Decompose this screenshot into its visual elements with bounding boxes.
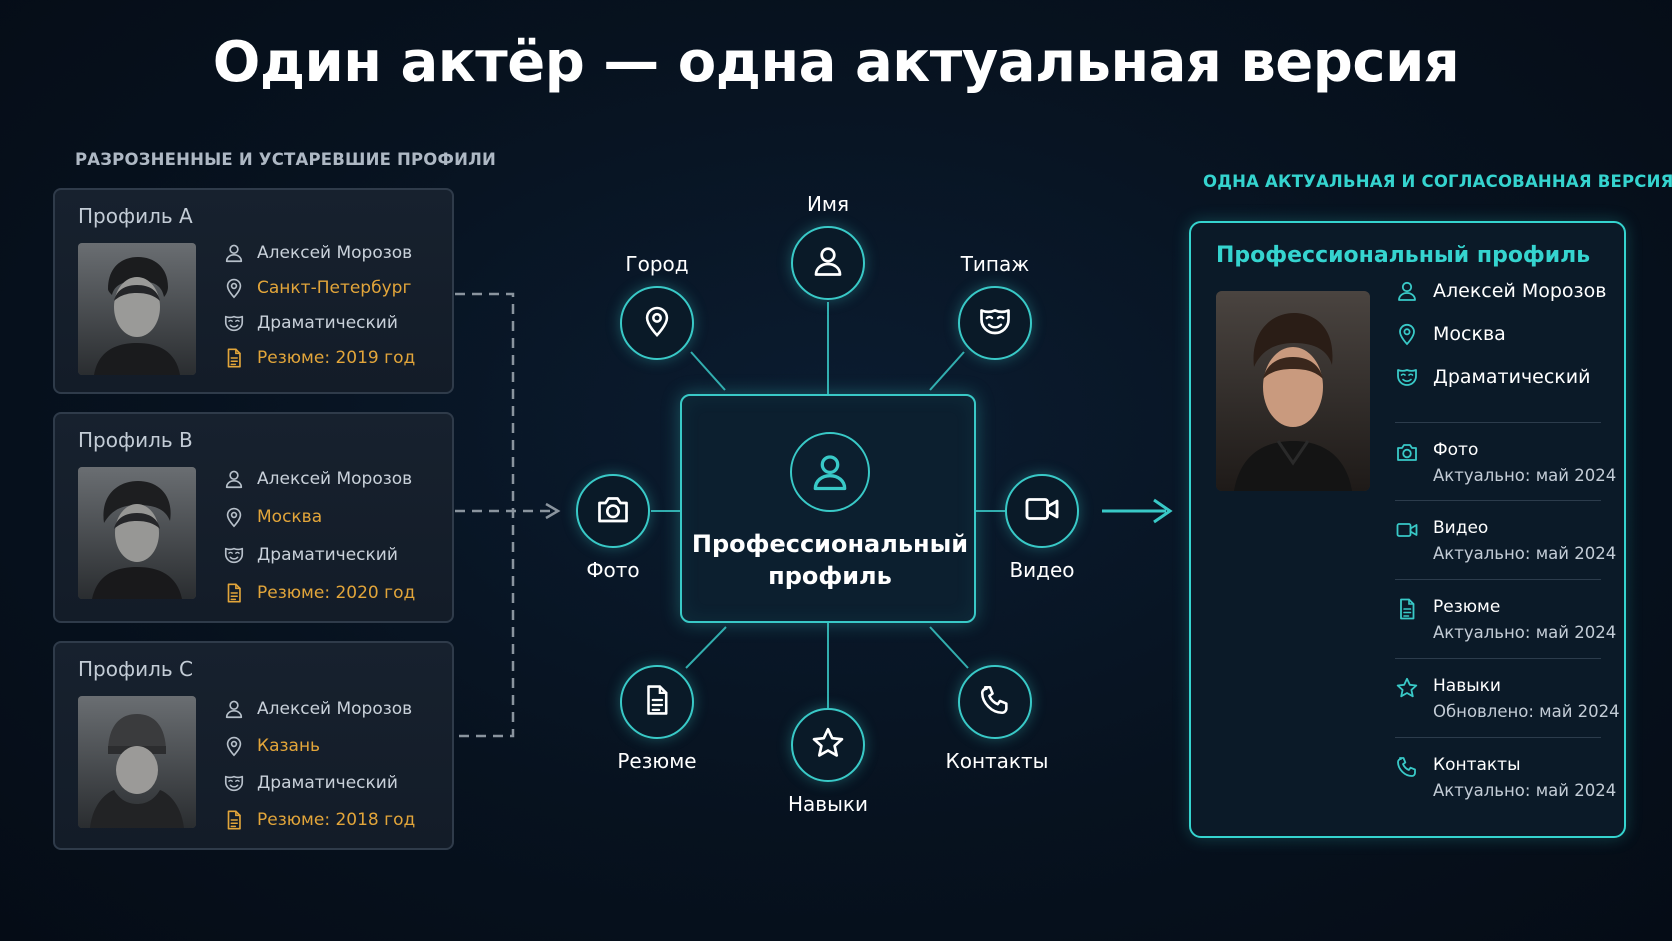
user-icon [223,698,245,720]
profile-resume: Резюме: 2020 год [257,583,416,603]
location-pin-icon [223,506,245,528]
document-icon [640,683,674,721]
profile-title: Профиль А [78,204,193,228]
dashed-arrow-head [545,502,561,520]
profile-city: Москва [257,507,323,527]
node-skills [791,708,865,782]
location-pin-icon [640,304,674,342]
location-pin-icon [223,735,245,757]
node-contacts-label: Контакты [945,749,1049,773]
result-title: Профессиональный профиль [1216,243,1591,268]
profile-resume: Резюме: 2018 год [257,810,416,830]
profile-name: Алексей Морозов [257,243,413,263]
left-section-label: РАЗРОЗНЕННЫЕ И УСТАРЕВШИЕ ПРОФИЛИ [75,150,497,169]
node-resume-label: Резюме [617,749,697,773]
document-icon [223,582,245,604]
profile-photo [78,467,196,599]
node-resume [620,665,694,739]
video-icon [1395,518,1419,542]
result-city: Москва [1433,323,1506,345]
user-icon [223,242,245,264]
node-photo [576,474,650,548]
star-icon [810,725,846,765]
result-profile-card: Профессиональный профиль Алексей Морозов… [1189,221,1626,838]
document-icon [1395,597,1419,621]
divider [1395,579,1601,580]
dashed-merge-line [455,292,515,738]
camera-icon [595,491,631,531]
theater-mask-icon [223,544,245,566]
theater-mask-icon [223,312,245,334]
profile-resume: Резюме: 2019 год [257,348,416,368]
profile-card-b: Профиль В Алексей Морозов Москва Драмати… [53,412,454,623]
profile-photo [78,696,196,828]
hub-title: Профессиональный профиль [691,530,969,590]
result-arrow [1153,498,1173,524]
theater-mask-icon [1395,365,1419,389]
profile-type: Драматический [257,545,398,565]
video-icon [1023,490,1061,532]
node-photo-label: Фото [586,558,640,582]
location-pin-icon [223,277,245,299]
node-type [958,286,1032,360]
divider [1395,658,1601,659]
node-name-label: Имя [806,192,850,216]
node-video [1005,474,1079,548]
theater-mask-icon [977,303,1013,343]
profile-city: Санкт-Петербург [257,278,412,298]
divider [1395,500,1601,501]
page-title: Один актёр — одна актуальная версия [212,30,1460,95]
divider [1395,737,1601,738]
profile-city: Казань [257,736,321,756]
document-icon [223,347,245,369]
location-pin-icon [1395,322,1419,346]
profile-card-a: Профиль А Алексей Морозов Санкт-Петербур… [53,188,454,394]
hub-user-icon [790,432,870,512]
node-name [791,226,865,300]
node-city-label: Город [625,252,689,276]
hub-card: Профессиональный профиль [680,394,976,623]
profile-type: Драматический [257,313,398,333]
result-type: Драматический [1433,366,1591,388]
camera-icon [1395,440,1419,464]
node-type-label: Типаж [960,252,1030,276]
node-contacts [958,665,1032,739]
node-skills-label: Навыки [788,792,868,816]
profile-type: Драматический [257,773,398,793]
profile-title: Профиль В [78,428,193,452]
theater-mask-icon [223,772,245,794]
document-icon [223,809,245,831]
profile-card-c: Профиль С Алексей Морозов Казань Драмати… [53,641,454,850]
result-photo [1216,291,1370,491]
phone-icon [978,683,1012,721]
profile-name: Алексей Морозов [257,699,413,719]
star-icon [1395,676,1419,700]
profile-title: Профиль С [78,657,193,681]
user-icon [810,243,846,283]
user-icon [223,468,245,490]
right-section-label: ОДНА АКТУАЛЬНАЯ И СОГЛАСОВАННАЯ ВЕРСИЯ [1203,172,1672,191]
profile-photo [78,243,196,375]
divider [1395,422,1601,423]
result-name: Алексей Морозов [1433,280,1607,302]
phone-icon [1395,755,1419,779]
profile-name: Алексей Морозов [257,469,413,489]
node-city [620,286,694,360]
node-video-label: Видео [1009,558,1075,582]
user-icon [1395,279,1419,303]
